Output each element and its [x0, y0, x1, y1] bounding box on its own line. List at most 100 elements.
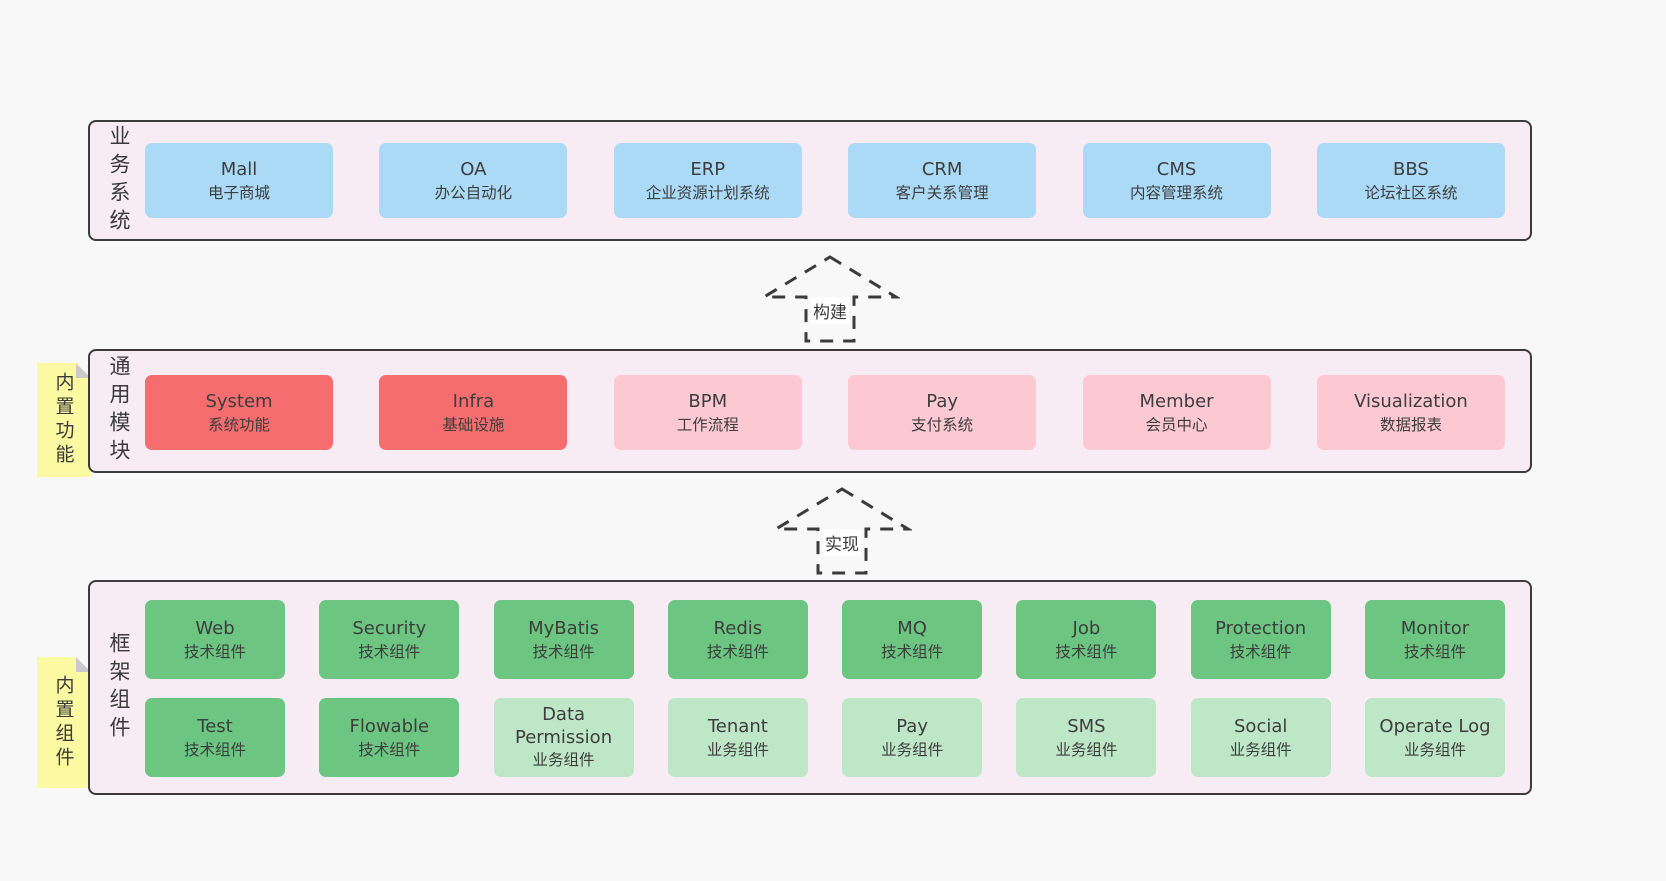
box-subtitle: 技术组件 — [183, 741, 246, 760]
system-box-bbs: BBS 论坛社区系统 — [1316, 143, 1505, 218]
box-subtitle: 办公自动化 — [434, 184, 513, 203]
box-title: BPM — [688, 390, 728, 412]
framework-components-panel: 框架组件 Web 技术组件 Security 技术组件 MyBatis 技术组件… — [88, 580, 1532, 795]
component-box-operate-log: Operate Log 业务组件 — [1364, 698, 1505, 777]
component-box-protection: Protection 技术组件 — [1190, 600, 1331, 679]
box-subtitle: 内容管理系统 — [1130, 184, 1224, 203]
component-box-social: Social 业务组件 — [1190, 698, 1331, 777]
component-box-sms: SMS 业务组件 — [1016, 698, 1157, 777]
component-box-mybatis: MyBatis 技术组件 — [493, 600, 634, 679]
box-subtitle: 客户关系管理 — [895, 184, 989, 203]
box-title: Mall — [220, 158, 258, 180]
box-title: Job — [1072, 617, 1101, 639]
component-box-job: Job 技术组件 — [1016, 600, 1157, 679]
box-title: Flowable — [349, 715, 430, 737]
module-box-member: Member 会员中心 — [1082, 375, 1271, 450]
box-title: Visualization — [1354, 390, 1468, 412]
build-arrow: 构建 — [760, 253, 900, 345]
box-title: Operate Log — [1379, 715, 1491, 737]
component-box-flowable: Flowable 技术组件 — [319, 698, 460, 777]
implement-arrow: 实现 — [772, 485, 912, 577]
component-box-redis: Redis 技术组件 — [667, 600, 808, 679]
box-title: Data Permission — [515, 704, 613, 748]
build-arrow-label: 构建 — [811, 297, 849, 324]
component-box-monitor: Monitor 技术组件 — [1364, 600, 1505, 679]
common-modules-row: System 系统功能 Infra 基础设施 BPM 工作流程 Pay 支付系统… — [145, 375, 1505, 450]
box-title: Tenant — [707, 715, 768, 737]
box-subtitle: 论坛社区系统 — [1364, 184, 1458, 203]
business-systems-side-label: 业务系统 — [107, 124, 131, 237]
implement-arrow-label: 实现 — [823, 529, 861, 556]
box-subtitle: 工作流程 — [676, 416, 739, 435]
box-subtitle: 电子商城 — [207, 184, 270, 203]
built-in-functions-note: 内置功能 — [37, 363, 91, 477]
box-title: Test — [197, 715, 233, 737]
framework-components-row-1: Web 技术组件 Security 技术组件 MyBatis 技术组件 Redi… — [145, 600, 1505, 679]
module-box-visualization: Visualization 数据报表 — [1316, 375, 1505, 450]
box-subtitle: 业务组件 — [706, 741, 769, 760]
box-subtitle: 数据报表 — [1379, 416, 1442, 435]
box-subtitle: 技术组件 — [183, 643, 246, 662]
box-title: CMS — [1156, 158, 1197, 180]
box-subtitle: 技术组件 — [532, 643, 595, 662]
framework-components-row-2: Test 技术组件 Flowable 技术组件 Data Permission … — [145, 698, 1505, 777]
system-box-oa: OA 办公自动化 — [379, 143, 568, 218]
box-subtitle: 业务组件 — [1229, 741, 1292, 760]
common-modules-side-label: 通用模块 — [107, 355, 131, 467]
system-box-mall: Mall 电子商城 — [145, 143, 333, 218]
box-title: Protection — [1215, 617, 1307, 639]
component-box-mq: MQ 技术组件 — [842, 600, 983, 679]
box-title: Security — [352, 617, 427, 639]
framework-components-side-label: 框架组件 — [107, 631, 131, 744]
box-title: MyBatis — [528, 617, 600, 639]
business-systems-panel: 业务系统 Mall 电子商城 OA 办公自动化 ERP 企业资源计划系统 CRM… — [88, 120, 1532, 241]
box-title: CRM — [921, 158, 963, 180]
box-title: Infra — [452, 390, 495, 412]
box-title: MQ — [897, 617, 927, 639]
box-title: Monitor — [1400, 617, 1470, 639]
box-subtitle: 系统功能 — [207, 416, 270, 435]
box-title: Pay — [926, 390, 959, 412]
box-subtitle: 技术组件 — [358, 741, 421, 760]
box-title: SMS — [1067, 715, 1106, 737]
component-box-data-permission: Data Permission 业务组件 — [493, 698, 634, 777]
box-title: System — [205, 390, 273, 412]
component-box-pay: Pay 业务组件 — [842, 698, 983, 777]
box-subtitle: 业务组件 — [532, 751, 595, 769]
box-title: OA — [460, 158, 487, 180]
box-subtitle: 技术组件 — [706, 643, 769, 662]
system-box-crm: CRM 客户关系管理 — [848, 143, 1037, 218]
box-subtitle: 企业资源计划系统 — [645, 184, 770, 203]
box-title: Social — [1234, 715, 1288, 737]
box-subtitle: 技术组件 — [1403, 643, 1466, 662]
up-arrow-icon — [772, 487, 912, 575]
box-title: Pay — [896, 715, 928, 737]
system-box-erp: ERP 企业资源计划系统 — [613, 143, 802, 218]
component-box-web: Web 技术组件 — [145, 600, 285, 679]
system-box-cms: CMS 内容管理系统 — [1082, 143, 1271, 218]
component-box-test: Test 技术组件 — [145, 698, 285, 777]
box-subtitle: 技术组件 — [881, 643, 944, 662]
box-subtitle: 技术组件 — [1055, 643, 1118, 662]
up-arrow-icon — [760, 255, 900, 343]
box-subtitle: 业务组件 — [1055, 741, 1118, 760]
module-box-pay: Pay 支付系统 — [848, 375, 1037, 450]
component-box-tenant: Tenant 业务组件 — [667, 698, 808, 777]
note-text: 内置组件 — [52, 674, 75, 771]
box-title: Web — [195, 617, 235, 639]
box-title: Member — [1139, 390, 1214, 412]
box-subtitle: 基础设施 — [442, 416, 505, 435]
box-title: Redis — [713, 617, 763, 639]
module-box-infra: Infra 基础设施 — [379, 375, 568, 450]
built-in-components-note: 内置组件 — [37, 657, 91, 788]
box-subtitle: 支付系统 — [911, 416, 974, 435]
business-systems-row: Mall 电子商城 OA 办公自动化 ERP 企业资源计划系统 CRM 客户关系… — [145, 143, 1505, 218]
box-title: BBS — [1393, 158, 1429, 180]
box-title: ERP — [690, 158, 726, 180]
box-subtitle: 技术组件 — [358, 643, 421, 662]
box-subtitle: 业务组件 — [881, 741, 944, 760]
component-box-security: Security 技术组件 — [319, 600, 460, 679]
module-box-system: System 系统功能 — [145, 375, 333, 450]
module-box-bpm: BPM 工作流程 — [613, 375, 802, 450]
box-subtitle: 会员中心 — [1145, 416, 1208, 435]
